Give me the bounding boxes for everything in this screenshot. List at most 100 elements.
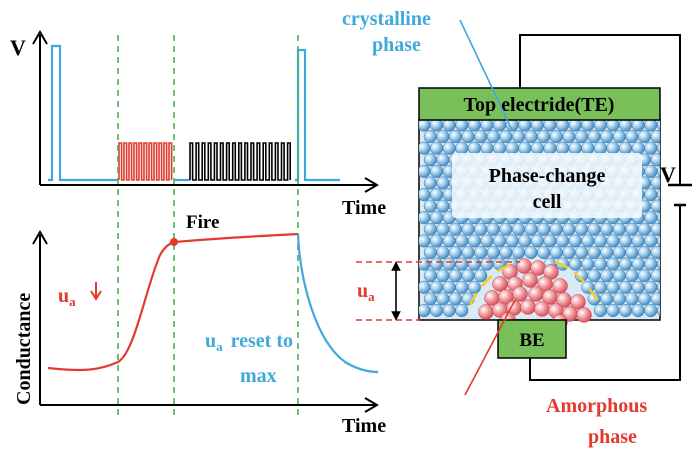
crystalline-atom	[549, 222, 563, 236]
crystalline-atom	[650, 176, 660, 190]
crystalline-atom	[600, 269, 614, 283]
crystalline-atom	[562, 222, 576, 236]
crystalline-atom	[631, 303, 645, 318]
crystalline-atom	[419, 211, 431, 225]
amorphous-atom	[528, 286, 544, 302]
crystalline-atom	[587, 269, 601, 283]
phase-change-label-line2: cell	[533, 191, 562, 213]
crystalline-atom	[644, 257, 658, 271]
crystalline-atom	[650, 153, 660, 167]
red-pulse-train	[118, 142, 173, 181]
crystalline-atom	[419, 234, 431, 248]
crystalline-atom	[656, 235, 660, 247]
guide-lines	[117, 35, 299, 420]
crystalline-atom	[436, 199, 450, 213]
bottom-x-label: Time	[342, 415, 386, 437]
crystalline-atom	[650, 269, 660, 283]
top-y-axis-arrow	[32, 30, 48, 45]
crystalline-atom	[631, 280, 645, 294]
phase-change-cell-schematic: V Phase-change cell Top electride(TE) BE…	[342, 8, 692, 448]
top-x-axis-arrow	[364, 177, 379, 193]
crystalline-atom	[600, 245, 614, 260]
crystalline-atom	[511, 245, 526, 260]
crystalline-atom	[419, 188, 431, 202]
bottom-electrode	[497, 319, 567, 359]
crystalline-atom	[505, 141, 519, 155]
crystalline-atom	[663, 293, 676, 306]
conductance-reset-curve	[296, 233, 379, 374]
crystalline-atom	[455, 141, 469, 155]
crystalline-atom	[430, 280, 444, 294]
crystalline-atom	[656, 142, 660, 154]
crystalline-atom	[650, 292, 660, 306]
crystalline-atom	[656, 165, 660, 177]
crystalline-atom	[656, 119, 660, 131]
crystalline-atom	[423, 199, 437, 213]
crystalline-atom	[455, 234, 469, 248]
crystalline-atom	[625, 245, 639, 260]
crystalline-atom	[430, 234, 444, 248]
crystalline-atom	[637, 269, 652, 283]
crystalline-atom	[436, 153, 450, 167]
crystalline-atom	[612, 269, 626, 283]
ua-thickness-label: ua	[357, 280, 375, 304]
crystalline-atom	[442, 280, 456, 294]
crystalline-atom	[455, 257, 469, 271]
crystalline-atom	[606, 280, 620, 294]
crystalline-atom	[593, 280, 607, 294]
crystalline-atom	[676, 177, 689, 190]
crystalline-atom	[606, 141, 620, 155]
amorphous-atom	[478, 304, 494, 320]
crystalline-atom	[480, 141, 494, 155]
crystalline-atom	[518, 141, 532, 155]
amorphous-label-line2: phase	[588, 426, 637, 448]
crystalline-atom	[549, 245, 563, 260]
crystalline-pointer	[459, 19, 513, 131]
crystalline-atom	[499, 130, 513, 144]
crystalline-label-line2: phase	[372, 34, 421, 56]
crystalline-atom	[436, 130, 450, 144]
crystalline-atom	[537, 130, 551, 144]
crystalline-atom	[419, 303, 431, 318]
crystalline-atom	[505, 234, 519, 248]
crystalline-atom	[448, 245, 463, 260]
crystalline-atom	[467, 280, 481, 294]
bottom-y-axis-arrow	[32, 230, 48, 245]
crystalline-atom	[612, 130, 626, 144]
crystalline-atom	[436, 292, 450, 306]
crystalline-atom	[530, 234, 544, 248]
crystalline-atom	[663, 130, 676, 143]
amorphous-atom	[576, 307, 592, 323]
crystalline-atom	[419, 280, 431, 294]
crystalline-atom	[644, 303, 658, 318]
crystalline-atom	[625, 222, 639, 236]
crystalline-atom	[474, 222, 488, 236]
crystalline-atom	[442, 303, 456, 318]
crystalline-atom	[676, 246, 689, 259]
crystalline-atom	[486, 245, 500, 260]
voltage-pulse-chart: V Time	[10, 30, 386, 219]
crystalline-atom	[612, 292, 626, 306]
amorphous-label-line1: Amorphous	[546, 395, 647, 417]
crystalline-atom	[656, 304, 660, 317]
crystalline-atom	[587, 245, 601, 260]
crystalline-atom	[562, 130, 576, 144]
crystalline-label-line1: crystalline	[342, 8, 431, 30]
crystalline-atom	[562, 245, 576, 260]
crystalline-atom	[455, 280, 469, 294]
crystalline-atom	[574, 130, 589, 144]
crystalline-atom	[511, 222, 526, 236]
crystalline-atom	[423, 130, 437, 144]
crystalline-atom	[619, 257, 633, 271]
crystalline-atom	[625, 130, 639, 144]
amorphous-atom	[570, 294, 586, 310]
crystalline-atom	[650, 199, 660, 213]
amorphous-atom	[534, 301, 550, 317]
crystalline-atom	[593, 141, 607, 155]
crystalline-atom	[631, 141, 645, 155]
crystalline-atom	[593, 303, 607, 318]
crystalline-atom	[461, 269, 475, 283]
crystalline-atom	[474, 269, 488, 283]
